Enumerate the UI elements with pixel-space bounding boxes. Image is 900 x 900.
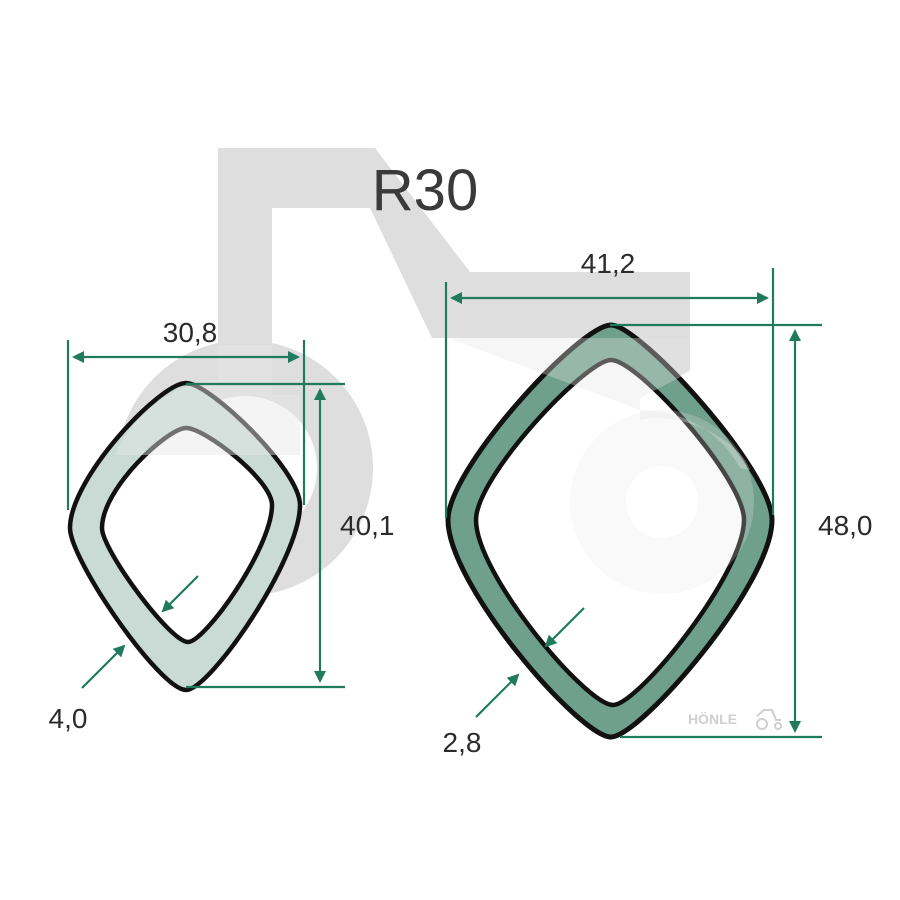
small-height-label: 40,1 — [340, 510, 395, 541]
large-width-label: 41,2 — [581, 248, 636, 279]
small-profile-overlay — [115, 345, 300, 455]
small-dimension-lines — [66, 340, 345, 689]
large-profile-overlay — [448, 338, 750, 470]
honle-logo: HÖNLE — [688, 709, 782, 730]
logo-text: HÖNLE — [688, 711, 737, 727]
small-width-label: 30,8 — [163, 317, 218, 348]
small-profile-shape — [67, 380, 303, 693]
tractor-logo-icon — [756, 709, 782, 730]
large-wall-label: 2,8 — [443, 727, 482, 758]
large-height-label: 48,0 — [818, 510, 873, 541]
large-dimension-lines — [444, 268, 822, 739]
large-profile-shape — [445, 322, 775, 740]
small-wall-label: 4,0 — [49, 703, 88, 734]
profile-title: R30 — [372, 158, 478, 223]
large-wheel-hole — [626, 466, 698, 538]
